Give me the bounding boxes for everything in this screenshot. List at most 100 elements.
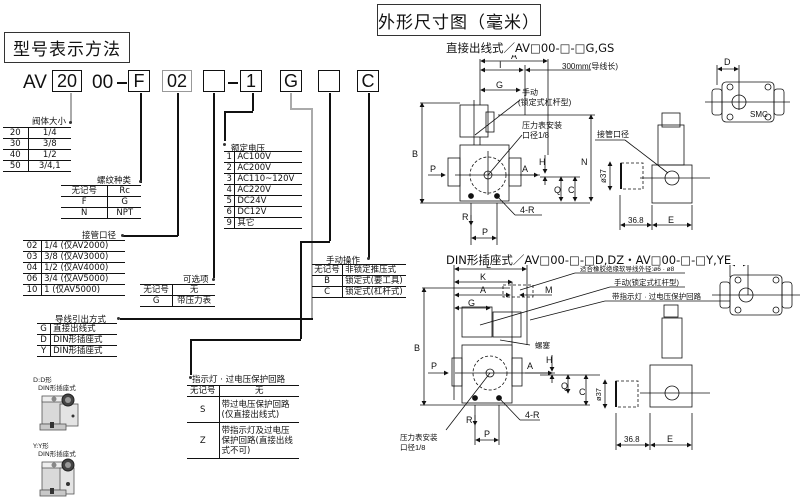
cell: 1 <box>224 151 236 163</box>
photo-d-label-2: DIN形插座式 <box>38 384 76 392</box>
din-dim-r-label: R <box>466 415 473 425</box>
din-dim-p-label: P <box>484 429 490 439</box>
cell: 02 <box>23 240 43 252</box>
dim-d-label: D <box>724 57 731 67</box>
table-row: 无记号无 <box>140 284 215 296</box>
din-four-r-label: 4-R <box>525 410 540 420</box>
cell: 无 <box>172 284 215 296</box>
connector-port-h <box>123 235 178 237</box>
dimensions-title: 外形尺寸图（毫米） <box>377 4 541 36</box>
indicator-title: 指示灯 · 过电压保护回路 <box>192 375 286 385</box>
din-port-out-label: A <box>527 361 533 371</box>
options-title: 可选项 <box>183 275 209 285</box>
dim-r-label: R <box>462 212 469 222</box>
phi37-label: ø37 <box>599 169 608 183</box>
cell: 锁定式(杠杆式) <box>342 286 406 298</box>
thread-type-dot <box>139 180 142 183</box>
cell: 3/8 <box>28 138 71 150</box>
valve-photo-y <box>39 458 75 497</box>
connector-lead-2 <box>311 108 313 318</box>
cell: 4 <box>224 184 236 196</box>
direct-wiring-drawing: A I G B N H Q C P A R P 4-R D E 36.8 SMC… <box>412 55 790 245</box>
port-in-label: P <box>430 164 436 174</box>
cell: 无记号 <box>61 185 109 197</box>
photo-y-label-2: DIN形插座式 <box>38 450 76 458</box>
dim-b-label: B <box>412 149 418 159</box>
dim-g-label: G <box>496 80 503 90</box>
din-subtitle: DIN形插座式／AV□00-□-□D,DZ・AV□00-□-□Y,YE <box>446 253 732 267</box>
cell: Rc <box>107 185 141 197</box>
cell: 无记号 <box>140 284 174 296</box>
connector-indicator-3 <box>190 339 192 375</box>
din-dim-c-label: C <box>579 387 586 397</box>
cell: 40 <box>3 149 29 161</box>
din-dim-368-label: 36.8 <box>624 435 640 444</box>
cell: 非锁定推压式 <box>342 264 406 276</box>
code-voltage-box: 1 <box>240 70 262 92</box>
cell: 3/8 (仅AV3000) <box>41 251 125 263</box>
din-dim-k-label: K <box>480 272 486 282</box>
code-manual-box: C <box>357 70 379 92</box>
cell: DC24V <box>234 195 302 207</box>
din-gauge-note-1: 压力表安装 <box>400 432 438 442</box>
cell: DIN形插座式 <box>50 345 117 357</box>
din-drawing: L K A M G B H Q C P A R P 4-R D E 36.8 适… <box>400 265 800 452</box>
din-dim-h-label: H <box>546 355 553 365</box>
code-blank-box-1 <box>203 70 225 92</box>
rated-voltage-title: 额定电压 <box>231 144 266 154</box>
dim-368-label: 36.8 <box>628 216 644 225</box>
gauge-note-1: 压力表安装 <box>522 120 562 130</box>
cell: G <box>107 196 141 208</box>
cell: 带压力表 <box>172 295 215 307</box>
code-size-box: 20 <box>52 70 82 92</box>
connector-lead-h1 <box>290 108 312 110</box>
rated-voltage-dot <box>223 143 226 146</box>
cell: 03 <box>23 251 43 263</box>
plug-note: 螺塞 <box>535 340 550 350</box>
din-port-in-label: P <box>431 361 437 371</box>
din-dim-g-label: G <box>468 298 475 308</box>
cell: G <box>140 295 174 307</box>
dim-n-label: N <box>581 157 588 167</box>
manual-note-2: (锁定式杠杆型) <box>518 97 572 107</box>
code-prefix: AV <box>23 72 47 93</box>
connector-options <box>213 93 215 278</box>
indicator-dot <box>189 376 192 379</box>
table-row: 无记号非锁定推压式 <box>312 264 406 276</box>
thread-type-title: 螺纹种类 <box>97 176 132 186</box>
connector-indicator-h1 <box>300 241 330 243</box>
cell: AC110~120V <box>234 173 302 185</box>
cell: Z <box>187 422 220 459</box>
din-dim-e-label: E <box>667 434 673 444</box>
connector-lead-1 <box>290 93 292 109</box>
cell: 无记号 <box>187 385 220 397</box>
dim-i-label: I <box>499 60 502 70</box>
photo-y-label-1: Y:Y形 <box>33 442 49 450</box>
connector-indicator-2 <box>300 241 302 339</box>
cell: N <box>61 207 109 219</box>
model-code-title-text: 型号表示方法 <box>13 40 121 60</box>
code-dash-2 <box>228 82 238 84</box>
direct-subtitle: 直接出线式／AV□00-□-□G,GS <box>446 41 615 55</box>
cell: 其它 <box>234 217 302 229</box>
lead-wire-dot <box>117 317 120 320</box>
